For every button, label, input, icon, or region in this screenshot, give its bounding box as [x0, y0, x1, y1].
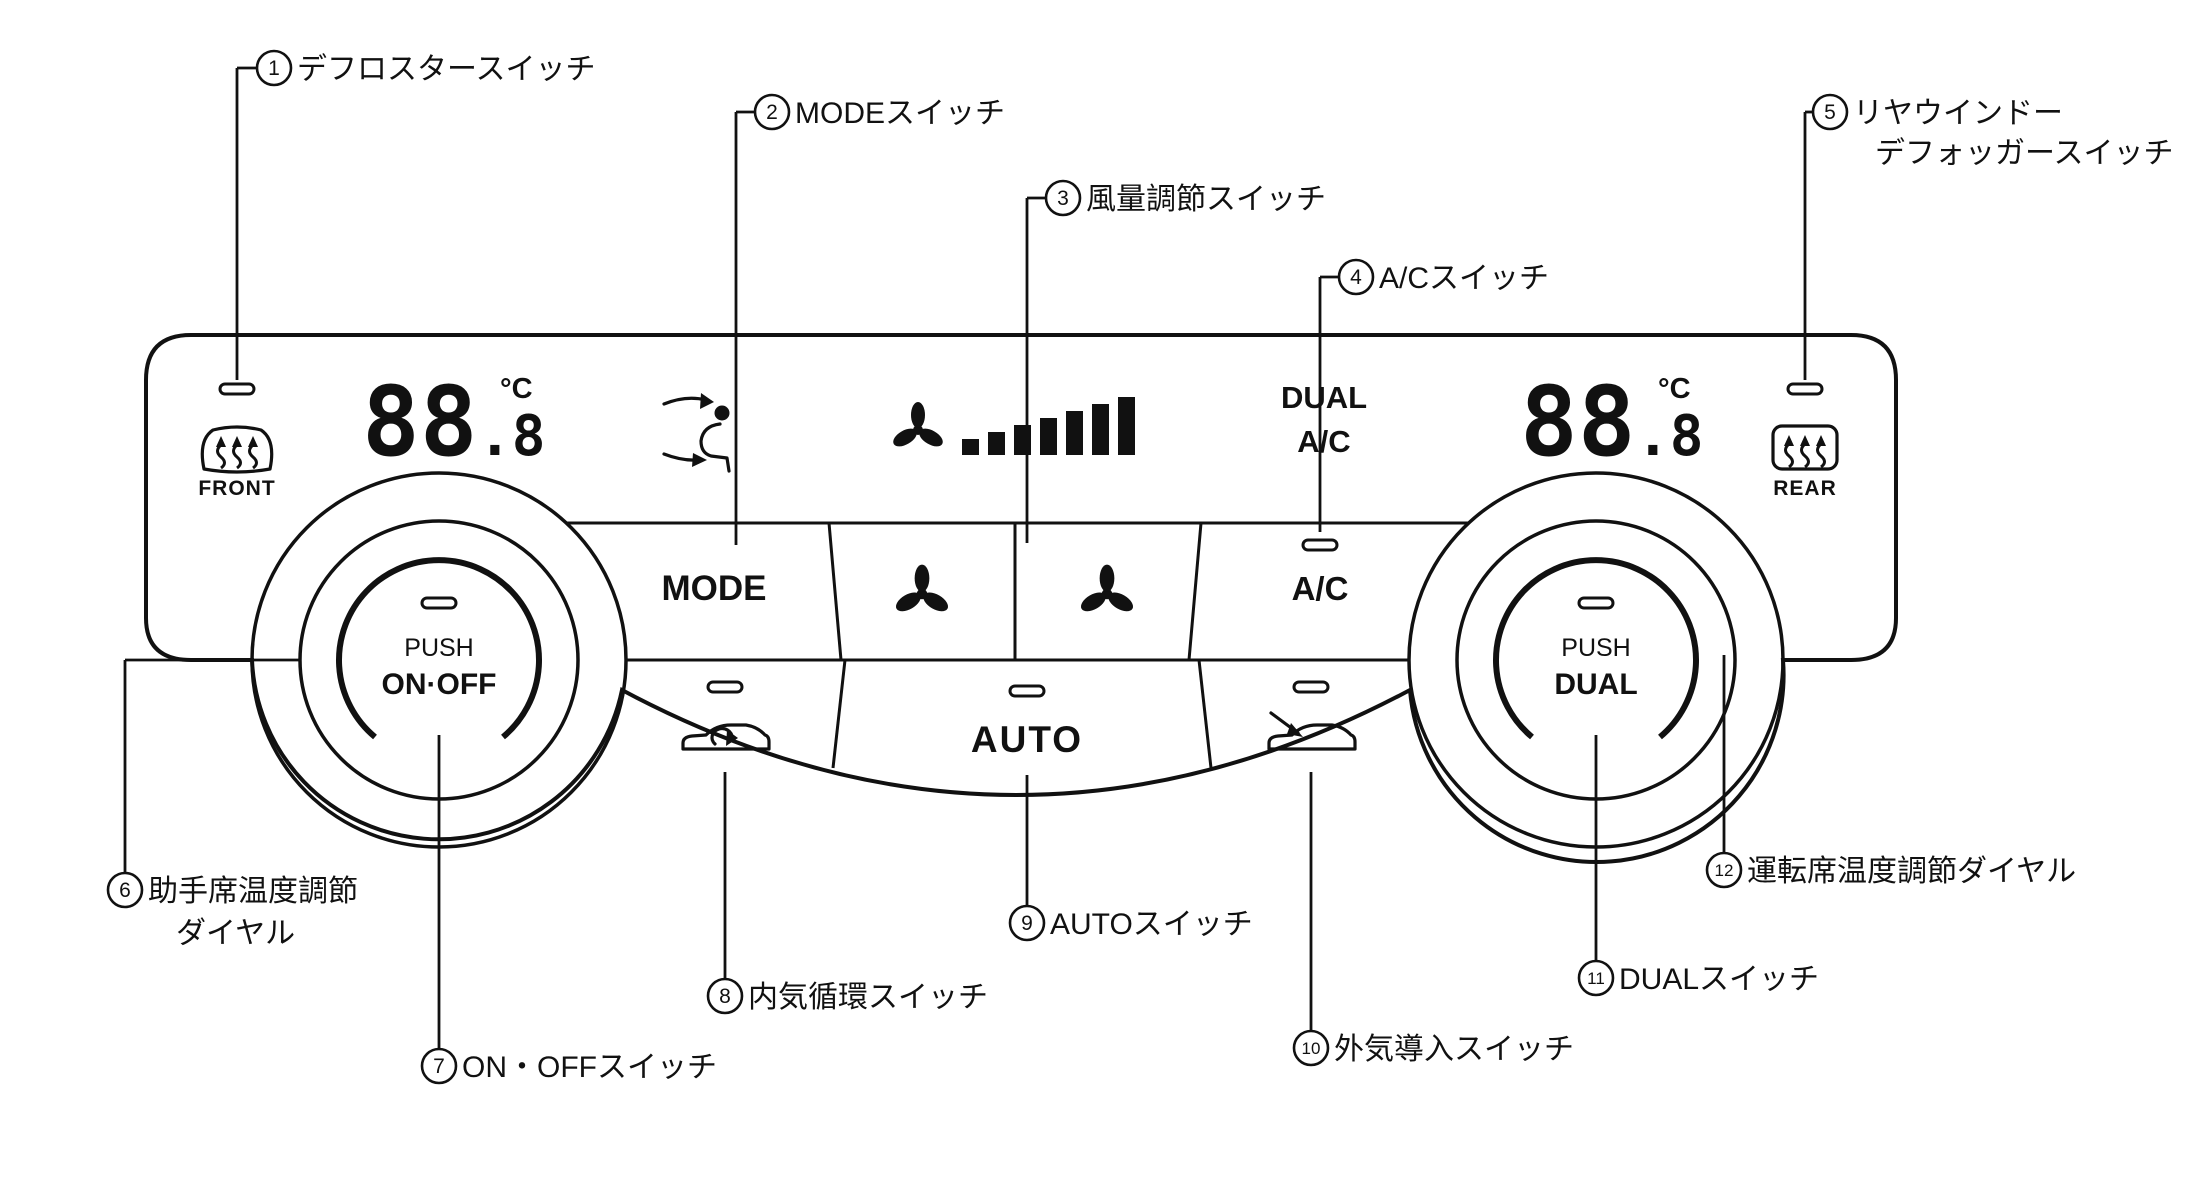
airflow-mode-icon: [662, 393, 731, 473]
dual-indicator: DUAL: [1281, 380, 1367, 415]
left-temp-value: 88: [362, 366, 478, 478]
left-dial-lamp: [420, 596, 458, 610]
right-dial-label: DUAL: [1554, 668, 1637, 701]
callout-9-badge: [1008, 904, 1046, 942]
callout-3-badge: [1044, 179, 1082, 217]
callout-6-label-2: ダイヤル: [176, 917, 295, 950]
right-dial-push-label: PUSH: [1561, 634, 1630, 662]
callout-12-label: 運転席温度調節ダイヤル: [1747, 855, 2076, 888]
callout-11-number: 11: [1587, 969, 1605, 988]
left-temp-decimal: .8: [478, 404, 545, 469]
callout-9-label: AUTOスイッチ: [1050, 908, 1253, 941]
grid-div-auto-fresh: [1197, 659, 1213, 769]
panel-outline: [144, 333, 1898, 865]
fan-level-bars: [962, 397, 1135, 455]
left-dial-push-label: PUSH: [404, 634, 473, 662]
callout-8-badge: [706, 977, 744, 1015]
recirculation-icon: [681, 723, 771, 751]
callout-12-number: 12: [1715, 861, 1734, 880]
callout-8-number: 8: [719, 985, 731, 1008]
callout-4-label: A/Cスイッチ: [1379, 262, 1549, 295]
callout-5-label: リヤウインドー: [1853, 97, 2063, 130]
right-temp-decimal: .8: [1636, 404, 1703, 469]
callout-3-number: 3: [1057, 187, 1069, 210]
callout-1-number: 1: [268, 57, 280, 80]
fan-up-button-icon: [1077, 564, 1137, 616]
front-defroster-icon: [200, 425, 274, 474]
callout-9-number: 9: [1021, 912, 1033, 935]
callout-7-label: ON・OFFスイッチ: [462, 1051, 717, 1084]
callout-10-number: 10: [1302, 1039, 1321, 1058]
fan-display-icon: [890, 402, 946, 451]
mode-button: MODE: [662, 569, 767, 608]
rear-defogger-icon: [1771, 424, 1839, 471]
front-label: FRONT: [198, 477, 275, 500]
ac-button: A/C: [1292, 570, 1349, 607]
grid-div-recirc-auto: [831, 659, 847, 769]
right-dial-lamp: [1577, 596, 1615, 610]
grid-div-mode-fan: [827, 522, 843, 661]
fresh-air-icon: [1267, 711, 1357, 751]
ac-indicator: A/C: [1297, 424, 1350, 459]
callout-2-number: 2: [766, 101, 778, 124]
recirculation-lamp: [706, 680, 744, 694]
left-dial-label: ON·OFF: [382, 668, 497, 701]
fresh-air-lamp: [1292, 680, 1330, 694]
left-temp-unit: °C: [500, 373, 533, 405]
fan-down-button-icon: [892, 564, 952, 616]
ac-button-lamp: [1301, 538, 1339, 552]
callout-7-number: 7: [433, 1055, 445, 1078]
auto-lamp: [1008, 684, 1046, 698]
rear-label: REAR: [1773, 477, 1837, 500]
right-temp-value: 88: [1520, 366, 1636, 478]
callout-2-badge: [753, 93, 791, 131]
callout-7-badge: [420, 1047, 458, 1085]
callout-6-label: 助手席温度調節: [148, 875, 358, 908]
callout-2-label: MODEスイッチ: [795, 97, 1005, 130]
callout-5-number: 5: [1824, 101, 1836, 124]
callout-4-badge: [1337, 258, 1375, 296]
callout-5-label-2: デフォッガースイッチ: [1875, 137, 2174, 170]
callout-11-label: DUALスイッチ: [1619, 963, 1819, 996]
rear-defogger-lamp: [1786, 382, 1824, 396]
callout-4-number: 4: [1350, 266, 1362, 289]
callout-10-badge: [1292, 1029, 1330, 1067]
right-temp-unit: °C: [1658, 373, 1691, 405]
callout-12-badge: [1705, 851, 1743, 889]
callout-1-badge: [255, 49, 293, 87]
left-dial-arc: [336, 557, 542, 740]
auto-button: AUTO: [971, 719, 1083, 760]
callout-8-label: 内気循環スイッチ: [748, 981, 988, 1014]
callout-11-badge: [1577, 959, 1615, 997]
callout-3-label: 風量調節スイッチ: [1086, 183, 1326, 216]
callout-5-badge: [1811, 93, 1849, 131]
callout-1-label: デフロスタースイッチ: [297, 53, 596, 86]
grid-div-fan-ac: [1187, 522, 1203, 661]
right-dial-arc: [1493, 557, 1699, 740]
callout-6-badge: [106, 871, 144, 909]
callout-10-label: 外気導入スイッチ: [1334, 1033, 1574, 1066]
callout-6-number: 6: [119, 879, 131, 902]
front-defroster-lamp: [218, 382, 256, 396]
